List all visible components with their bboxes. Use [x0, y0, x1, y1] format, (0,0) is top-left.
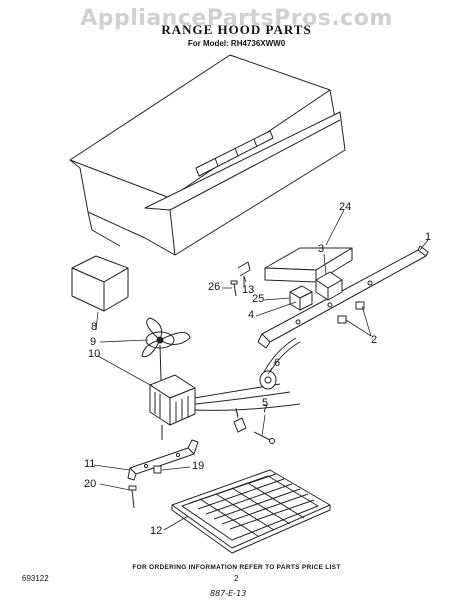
callout-4: 4 [248, 309, 255, 321]
model-subtitle: For Model: RH4736XWW0 [187, 39, 286, 48]
callout-12: 12 [150, 525, 163, 537]
part-5-connector [233, 409, 247, 433]
callout-10: 10 [88, 348, 101, 360]
callout-1: 1 [425, 231, 432, 243]
callout-11: 11 [84, 458, 96, 470]
callout-26: 26 [208, 281, 221, 293]
callout-5: 5 [262, 397, 269, 409]
watermark: AppliancePartsPros.com [80, 6, 393, 31]
ordering-note: FOR ORDERING INFORMATION REFER TO PARTS … [132, 564, 341, 571]
part-13-clip [237, 261, 251, 286]
part-8-cover [71, 255, 129, 312]
callout-20: 20 [84, 478, 97, 490]
callout-3: 3 [318, 243, 325, 255]
callout-7: 7 [262, 403, 269, 415]
document-code: 693122 [22, 574, 49, 583]
callout-9: 9 [90, 336, 97, 348]
part-10-motor [149, 344, 301, 440]
callout-19: 19 [192, 460, 205, 472]
leader-lines [93, 209, 429, 531]
part-11-bracket [127, 439, 199, 481]
callout-13: 13 [242, 284, 255, 296]
part-9-fan-blade [141, 317, 191, 358]
callout-25: 25 [252, 293, 265, 305]
part-25-switch [289, 285, 313, 311]
part-7-wire-nut [253, 431, 275, 444]
handwritten-note: 887-E-13 [210, 589, 247, 598]
part-26-screw [230, 280, 238, 297]
callout-8: 8 [91, 321, 98, 333]
part-6-lamp-socket [259, 337, 301, 390]
part-2-knobs [337, 301, 365, 324]
part-3-switch [315, 271, 343, 301]
page-title: RANGE HOOD PARTS [161, 22, 312, 37]
hood-body [69, 54, 346, 256]
part-12-grease-filter [171, 469, 331, 554]
part-1-control-bracket [257, 245, 429, 349]
part-19-nut [153, 465, 162, 474]
part-24-housing [264, 247, 353, 283]
callout-24: 24 [339, 201, 352, 213]
callout-6: 6 [274, 357, 281, 369]
callout-2: 2 [371, 334, 378, 346]
part-20-screw [128, 485, 137, 509]
page-number: 2 [234, 574, 239, 583]
